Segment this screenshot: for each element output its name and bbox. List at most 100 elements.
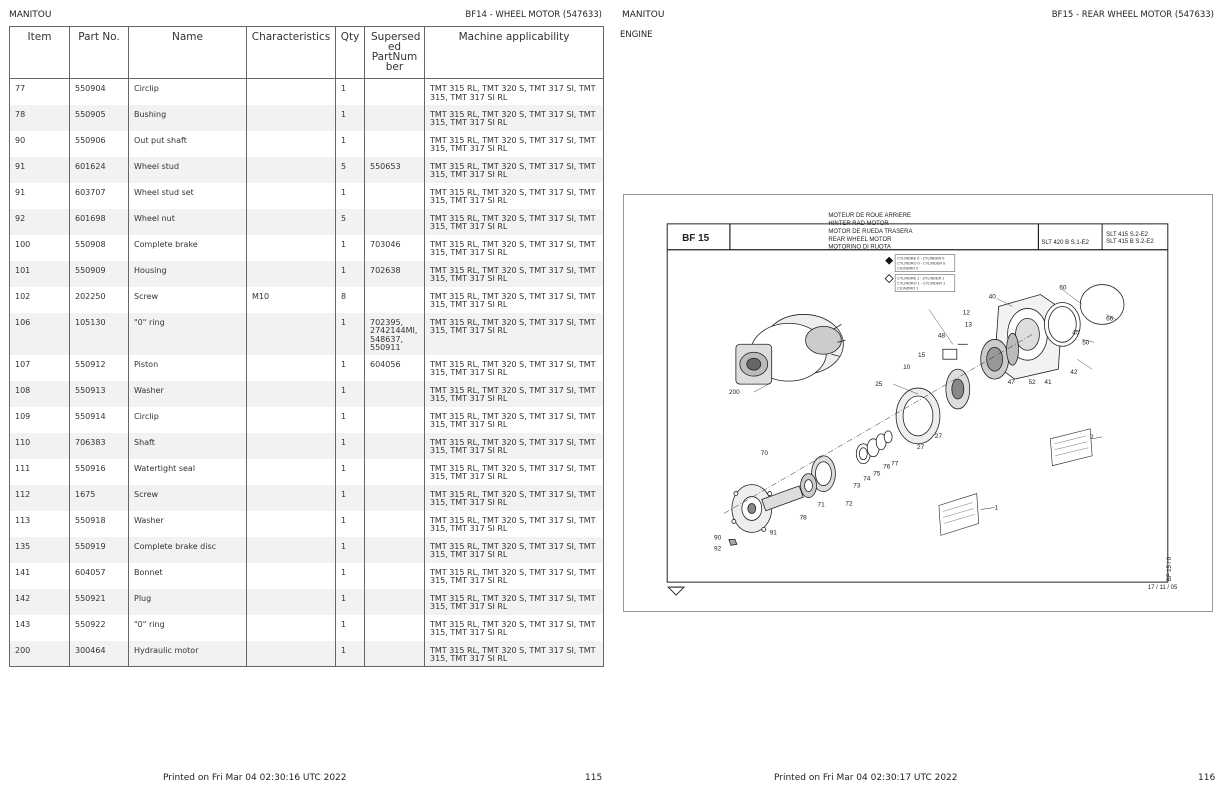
part-no-cell: 1675 [69, 484, 129, 511]
applicability-cell: TMT 315 RL, TMT 320 S, TMT 317 SI, TMT 3… [424, 484, 604, 511]
hydraulic-motor-drawing [735, 314, 846, 385]
page-number: 115 [585, 773, 603, 783]
characteristics-cell [246, 432, 336, 459]
legend-black-diamond-icon [885, 256, 894, 265]
qty-cell: 1 [335, 312, 365, 355]
item-cell: 112 [9, 484, 70, 511]
item-cell: 107 [9, 354, 70, 381]
legend-white-line1: CYLINDRE 1 - ZYLINDER 1 [897, 277, 944, 281]
characteristics-cell [246, 510, 336, 537]
qty-cell: 5 [335, 156, 365, 183]
name-cell: "0" ring [128, 312, 247, 355]
name-cell: Piston [128, 354, 247, 381]
superseded-cell [364, 484, 425, 511]
item-cell: 77 [9, 78, 70, 105]
superseded-cell [364, 130, 425, 157]
table-header-row: Item Part No. Name Characteristics Qty S… [9, 26, 604, 79]
diagram-name-de: HINTER RAD MOTOR [828, 221, 889, 227]
qty-cell: 5 [335, 208, 365, 235]
applicability-cell: TMT 315 RL, TMT 320 S, TMT 317 SI, TMT 3… [424, 458, 604, 485]
callout-label: 73 [853, 483, 861, 490]
characteristics-cell [246, 182, 336, 209]
page-title: BF14 - WHEEL MOTOR (547633) [465, 10, 602, 20]
applicability-cell: TMT 315 RL, TMT 320 S, TMT 317 SI, TMT 3… [424, 78, 604, 105]
name-cell: "0" ring [128, 614, 247, 641]
superseded-cell [364, 78, 425, 105]
item-cell: 91 [9, 182, 70, 209]
legend-white-line2: CYLINDRO 1 - CYLINDER 1 [897, 282, 945, 286]
callout-label: 70 [761, 450, 769, 457]
applicability-cell: TMT 315 RL, TMT 320 S, TMT 317 SI, TMT 3… [424, 432, 604, 459]
applicability-cell: TMT 315 RL, TMT 320 S, TMT 317 SI, TMT 3… [424, 182, 604, 209]
callout-label: 1 [995, 504, 999, 511]
col-header-name: Name [128, 26, 247, 79]
applicability-cell: TMT 315 RL, TMT 320 S, TMT 317 SI, TMT 3… [424, 380, 604, 407]
output-shaft-drawing [728, 484, 804, 546]
name-cell: Hydraulic motor [128, 640, 247, 667]
qty-cell: 1 [335, 484, 365, 511]
diagram-name-es: MOTOR DE RUEDA TRASERA [828, 229, 912, 235]
name-cell: Plug [128, 588, 247, 615]
superseded-cell [364, 588, 425, 615]
col-header-applicability: Machine applicability [424, 26, 604, 79]
item-cell: 101 [9, 260, 70, 287]
callout-label: 71 [817, 502, 825, 509]
callout-label: 41 [1044, 379, 1052, 386]
name-cell: Bonnet [128, 562, 247, 589]
name-cell: Complete brake disc [128, 536, 247, 563]
part-no-cell: 550909 [69, 260, 129, 287]
superseded-cell: 703046 [364, 234, 425, 261]
applicability-cell: TMT 315 RL, TMT 320 S, TMT 317 SI, TMT 3… [424, 286, 604, 313]
callout-label: 10 [903, 364, 911, 371]
item-cell: 102 [9, 286, 70, 313]
part-no-cell: 706383 [69, 432, 129, 459]
page-title: BF15 - REAR WHEEL MOTOR (547633) [1051, 10, 1214, 20]
brand-label: MANITOU [9, 10, 52, 20]
qty-cell: 1 [335, 234, 365, 261]
qty-cell: 1 [335, 562, 365, 589]
characteristics-cell [246, 130, 336, 157]
superseded-cell [364, 104, 425, 131]
callout-label: 200 [729, 389, 740, 396]
diagram-name-it: MOTORINO DI RUOTA [828, 245, 890, 251]
callout-label: 40 [989, 294, 997, 301]
applicability-cell: TMT 315 RL, TMT 320 S, TMT 317 SI, TMT 3… [424, 208, 604, 235]
name-cell: Circlip [128, 406, 247, 433]
characteristics-cell [246, 536, 336, 563]
item-cell: 91 [9, 156, 70, 183]
col-header-part-no: Part No. [69, 26, 129, 79]
legend-black-line1: CYLINDRE 0 - ZYLINDER 0 [897, 257, 944, 261]
callout-label: 27 [935, 433, 943, 440]
qty-cell: 1 [335, 380, 365, 407]
part-no-cell: 550908 [69, 234, 129, 261]
characteristics-cell [246, 458, 336, 485]
footer-printed: Printed on Fri Mar 04 02:30:17 UTC 2022 [774, 773, 958, 783]
part-no-cell: 550921 [69, 588, 129, 615]
callout-label: 12 [963, 309, 971, 316]
applicability-cell: TMT 315 RL, TMT 320 S, TMT 317 SI, TMT 3… [424, 640, 604, 667]
characteristics-cell [246, 640, 336, 667]
qty-cell: 1 [335, 536, 365, 563]
part-no-cell: 202250 [69, 286, 129, 313]
qty-cell: 1 [335, 588, 365, 615]
legend-black-line2: CYLINDRO 0 - CYLINDER 0 [897, 262, 945, 266]
applicability-cell: TMT 315 RL, TMT 320 S, TMT 317 SI, TMT 3… [424, 588, 604, 615]
item-cell: 111 [9, 458, 70, 485]
applicability-cell: TMT 315 RL, TMT 320 S, TMT 317 SI, TMT 3… [424, 406, 604, 433]
characteristics-cell [246, 562, 336, 589]
diagram-name-fr: MOTEUR DE ROUE ARRIERE [828, 213, 911, 219]
name-cell: Screw [128, 286, 247, 313]
callout-label: 25 [875, 381, 883, 388]
page-number: 116 [1198, 773, 1216, 783]
characteristics-cell [246, 78, 336, 105]
left-page: MANITOU BF14 - WHEEL MOTOR (547633) Item… [9, 10, 604, 783]
item-cell: 90 [9, 130, 70, 157]
qty-cell: 1 [335, 78, 365, 105]
